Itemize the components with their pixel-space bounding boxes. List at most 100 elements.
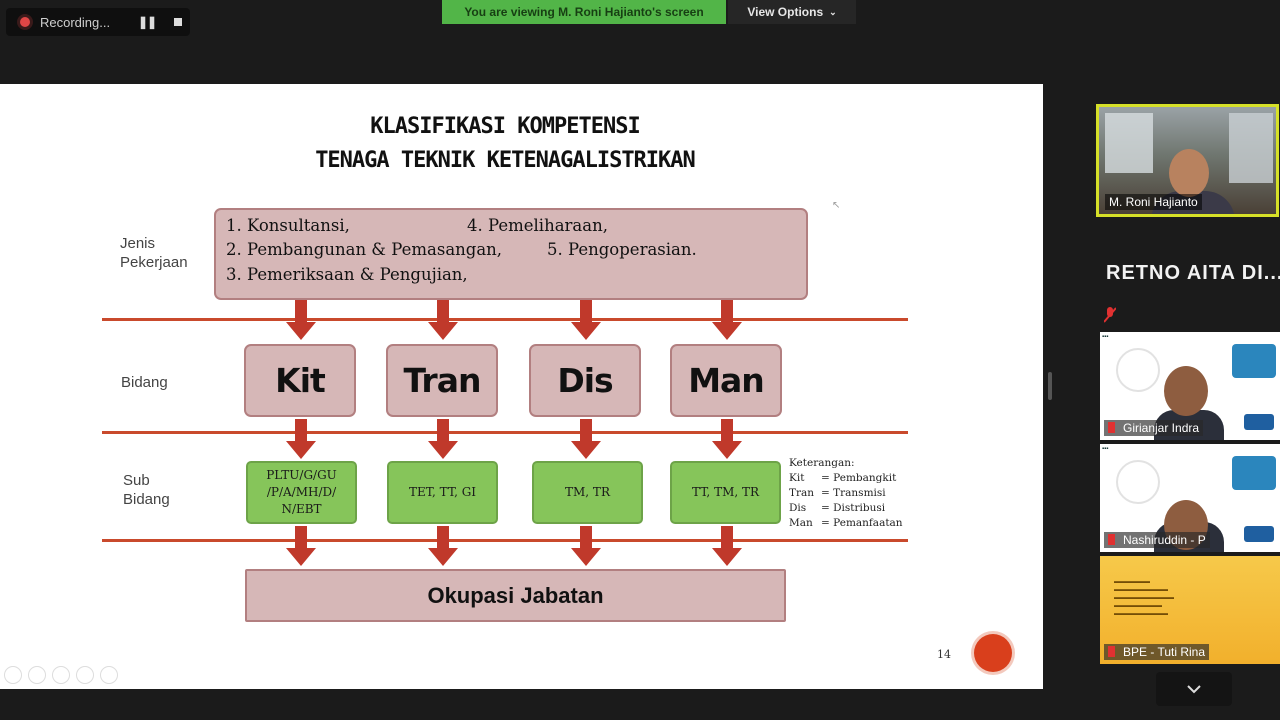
down-arrow-icon <box>712 526 742 566</box>
subfield-kit: PLTU/G/GU /P/A/MH/D/ N/EBT <box>246 461 357 524</box>
viewing-banner: You are viewing M. Roni Hajianto's scree… <box>442 0 726 24</box>
legend-key: Dis <box>789 502 807 514</box>
muted-mic-icon <box>1108 534 1115 545</box>
zoom-icon[interactable] <box>76 666 94 684</box>
row-label-sub-1: Sub <box>123 472 150 489</box>
down-arrow-icon <box>712 419 742 459</box>
job-item-5: 5. Pengoperasian. <box>547 240 697 259</box>
slide-title-line2: TENAGA TEKNIK KETENAGALISTRIKAN <box>315 148 696 173</box>
job-item-4: 4. Pemeliharaan, <box>467 216 608 235</box>
row-label-jenis-1: Jenis <box>120 235 156 252</box>
row-label-jenis-2: Pekerjaan <box>120 254 188 271</box>
brand-logo-icon <box>1244 414 1274 430</box>
participant-name: BPE - Tuti Rina <box>1104 644 1210 660</box>
legend-key: Kit <box>789 472 805 484</box>
subfield-kit-line2: /P/A/MH/D/ <box>266 485 337 499</box>
job-item-2: 2. Pembangunan & Pemasangan, <box>226 240 503 259</box>
recording-label: Recording... <box>40 14 111 30</box>
down-arrow-icon <box>286 526 316 566</box>
legend: Keterangan: Kit = Pembangkit Tran = Transm… <box>789 456 903 531</box>
legend-item: Dis = Distribusi <box>789 501 903 516</box>
down-arrow-icon <box>286 300 316 340</box>
field-dis: Dis <box>529 344 641 417</box>
slide-nav-button[interactable] <box>974 634 1012 672</box>
featured-participant-name: RETNO AITA DI... <box>1106 262 1280 284</box>
row-label-sub-2: Bidang <box>123 491 170 508</box>
field-kit: Kit <box>244 344 356 417</box>
chevron-down-icon <box>1187 685 1201 694</box>
speaker-name: M. Roni Hajianto <box>1105 194 1202 210</box>
divider-line <box>102 318 908 321</box>
participant-tile[interactable]: ▬▬▬▬▬▬▬▬▬▬▬▬▬▬▬▬▬▬▬▬▬▬▬▬▬▬▬▬▬▬▬▬▬▬▬▬▬▬▬▬… <box>1100 556 1280 664</box>
muted-mic-icon <box>1108 646 1115 657</box>
down-arrow-icon <box>571 526 601 566</box>
chevron-down-icon: ⌄ <box>829 6 837 17</box>
participant-name-text: Nashiruddin - P <box>1123 533 1206 547</box>
divider-line <box>102 431 908 434</box>
brand-logo-icon <box>1244 526 1274 542</box>
divider-line <box>102 539 908 542</box>
legend-key: Man <box>789 517 813 529</box>
emblem-icon <box>1116 460 1160 504</box>
muted-mic-icon <box>1108 422 1115 433</box>
down-arrow-icon <box>286 419 316 459</box>
field-man: Man <box>670 344 782 417</box>
legend-title: Keterangan: <box>789 457 855 469</box>
down-arrow-icon <box>712 300 742 340</box>
job-types-box <box>214 208 808 300</box>
background-window <box>1105 113 1153 173</box>
participant-tile[interactable]: ▪▪▪ Nashiruddin - P <box>1100 444 1280 552</box>
pen-icon[interactable] <box>28 666 46 684</box>
down-arrow-icon <box>428 419 458 459</box>
down-arrow-icon <box>571 300 601 340</box>
job-item-1: 1. Konsultansi, <box>226 216 350 235</box>
legend-item: Tran = Transmisi <box>789 486 903 501</box>
mouse-cursor-icon: ↖ <box>832 200 841 211</box>
slide-title-line1: KLASIFIKASI KOMPETENSI <box>370 114 640 139</box>
occupation-box: Okupasi Jabatan <box>245 569 786 622</box>
view-options-label: View Options <box>747 5 824 19</box>
occupation-label: Okupasi Jabatan <box>427 582 604 608</box>
muted-mic-icon <box>1104 307 1116 323</box>
legend-value: = Transmisi <box>821 487 886 499</box>
record-dot-icon <box>20 17 30 27</box>
legend-key: Tran <box>789 487 815 499</box>
certification-badge-icon <box>1232 456 1276 490</box>
view-options-button[interactable]: View Options ⌄ <box>728 0 856 24</box>
subfield-kit-line3: N/EBT <box>281 502 322 516</box>
legend-value: = Pemanfaatan <box>821 517 903 529</box>
row-label-jenis: Jenis Pekerjaan <box>120 234 188 272</box>
down-arrow-icon <box>428 300 458 340</box>
legend-value: = Pembangkit <box>821 472 897 484</box>
down-arrow-icon <box>571 419 601 459</box>
participant-tile[interactable]: ▪▪▪ Girianjar Indra <box>1100 332 1280 440</box>
row-label-bidang: Bidang <box>121 374 168 391</box>
more-icon[interactable] <box>100 666 118 684</box>
legend-item: Kit = Pembangkit <box>789 471 903 486</box>
legend-value: = Distribusi <box>821 502 886 514</box>
down-arrow-icon <box>428 526 458 566</box>
subfield-tran: TET, TT, GI <box>387 461 498 524</box>
slide-page-number: 14 <box>937 648 951 661</box>
recording-indicator: Recording... ❚❚ <box>6 8 190 36</box>
slides-icon[interactable] <box>52 666 70 684</box>
row-label-sub: Sub Bidang <box>123 471 170 509</box>
shared-slide: KLASIFIKASI KOMPETENSI TENAGA TEKNIK KET… <box>0 84 1043 689</box>
stop-icon[interactable] <box>174 18 183 26</box>
subfield-man: TT, TM, TR <box>670 461 781 524</box>
participant-name-text: BPE - Tuti Rina <box>1123 645 1206 659</box>
participant-face <box>1164 366 1208 416</box>
pause-icon[interactable]: ❚❚ <box>138 15 157 29</box>
participant-name: Nashiruddin - P <box>1104 532 1210 548</box>
background-window <box>1229 113 1273 183</box>
active-speaker-video[interactable]: M. Roni Hajianto <box>1096 104 1279 217</box>
slide-tool-icon[interactable] <box>4 666 22 684</box>
panel-resize-handle[interactable] <box>1048 372 1052 400</box>
participant-name: Girianjar Indra <box>1104 420 1204 436</box>
certification-badge-icon <box>1232 344 1276 378</box>
emblem-icon <box>1116 348 1160 392</box>
scroll-down-button[interactable] <box>1156 672 1232 706</box>
legend-item: Man = Pemanfaatan <box>789 516 903 531</box>
background-graphic: ▬▬▬▬▬▬▬▬▬▬▬▬▬▬▬▬▬▬▬▬▬▬▬▬▬▬▬▬▬▬▬▬▬▬▬▬▬▬▬▬… <box>1114 579 1174 617</box>
org-logo-icon: ▪▪▪ <box>1102 446 1109 452</box>
